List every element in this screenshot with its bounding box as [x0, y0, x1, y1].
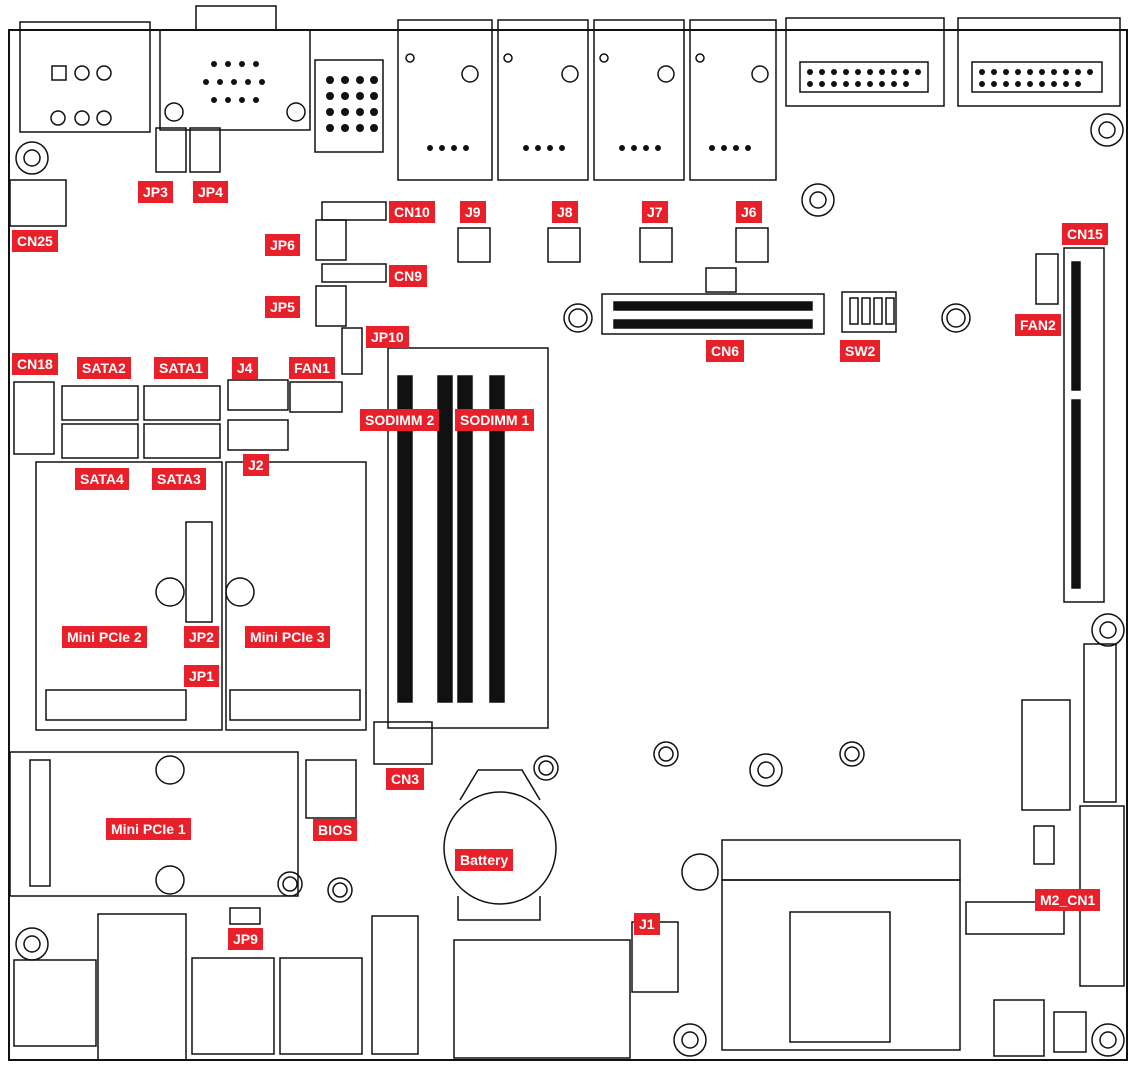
label-j7: J7 — [642, 201, 668, 223]
sw2-dip-switch — [841, 291, 897, 333]
label-cn3: CN3 — [386, 768, 425, 790]
label-jp10: JP10 — [366, 326, 409, 348]
bottom-connectors — [453, 839, 1065, 1059]
usb-stack-top — [314, 59, 384, 153]
label-jp4: JP4 — [193, 181, 228, 203]
label-cn10: CN10 — [389, 201, 435, 223]
db-connector-top — [159, 5, 311, 131]
label-sw2: SW2 — [840, 340, 881, 362]
cn15-connector — [1035, 247, 1105, 603]
label-jp1: JP1 — [184, 665, 219, 687]
label-fan2: FAN2 — [1015, 314, 1061, 336]
board-outline — [8, 29, 1128, 1061]
label-sata4: SATA4 — [75, 468, 129, 490]
label-mini-pcie1: Mini PCIe 1 — [106, 818, 191, 840]
label-jp9: JP9 — [228, 928, 263, 950]
top-left-jack — [19, 21, 151, 133]
label-cn9: CN9 — [389, 265, 428, 287]
label-j1: J1 — [634, 913, 660, 935]
lan-jacks — [397, 19, 777, 181]
label-j4: J4 — [232, 357, 258, 379]
label-bios: BIOS — [313, 819, 358, 841]
bottom-left-io — [13, 907, 419, 1061]
mini-pcie-slots — [9, 461, 367, 897]
label-jp5: JP5 — [265, 296, 300, 318]
label-j6: J6 — [736, 201, 762, 223]
label-jp2: JP2 — [184, 626, 219, 648]
label-jp6: JP6 — [265, 234, 300, 256]
label-mini-pcie2: Mini PCIe 2 — [62, 626, 147, 648]
com-headers-top — [785, 17, 1121, 107]
label-cn15: CN15 — [1062, 223, 1108, 245]
label-mini-pcie3: Mini PCIe 3 — [245, 626, 330, 648]
label-jp3: JP3 — [138, 181, 173, 203]
label-sata3: SATA3 — [152, 468, 206, 490]
battery-holder — [443, 769, 557, 921]
label-sodimm1: SODIMM 1 — [455, 409, 535, 431]
label-cn18: CN18 — [12, 353, 58, 375]
mounting-holes — [15, 113, 1125, 1057]
cn25-outline — [9, 179, 67, 227]
sodimm-slots — [387, 347, 549, 729]
label-battery: Battery — [455, 849, 514, 871]
cn3-header — [373, 721, 433, 765]
label-sata2: SATA2 — [77, 357, 131, 379]
label-fan1: FAN1 — [289, 357, 335, 379]
cn6-connector — [601, 293, 825, 335]
label-sata1: SATA1 — [154, 357, 208, 379]
j6-j9-headers — [457, 227, 769, 293]
label-cn25: CN25 — [12, 230, 58, 252]
m2-area — [993, 643, 1125, 1057]
sata-connectors — [13, 379, 343, 459]
label-j2: J2 — [243, 454, 269, 476]
bios-chip — [305, 759, 357, 819]
cn10-cn9-jp5-jp6 — [315, 201, 387, 375]
jp3-jp4-headers — [155, 127, 221, 173]
label-j9: J9 — [460, 201, 486, 223]
label-sodimm2: SODIMM 2 — [360, 409, 440, 431]
label-j8: J8 — [552, 201, 578, 223]
label-m2-cn1: M2_CN1 — [1035, 889, 1101, 911]
label-cn6: CN6 — [706, 340, 745, 362]
